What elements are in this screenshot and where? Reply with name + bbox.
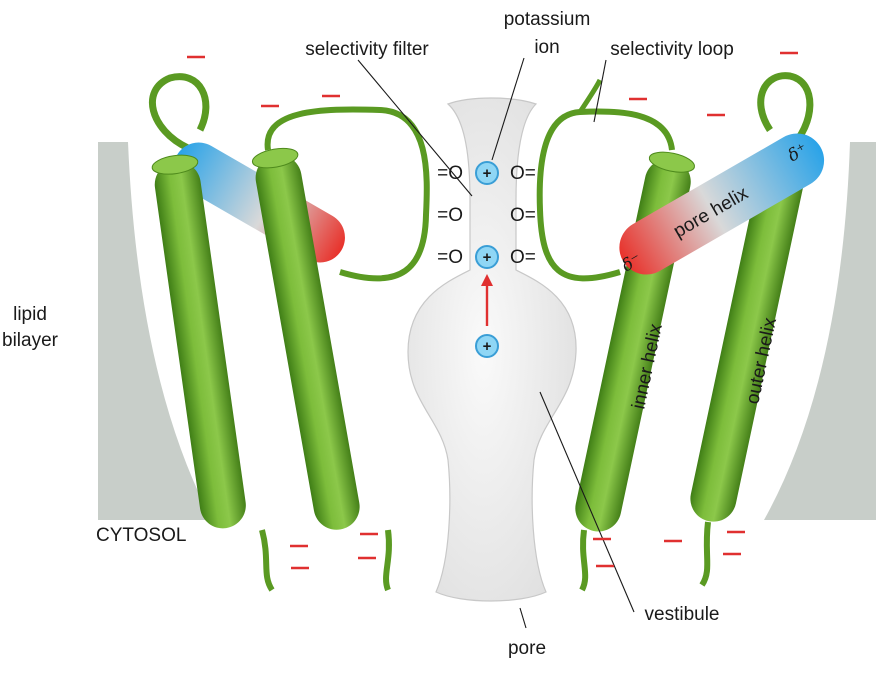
selectivity-filter-label: selectivity filter bbox=[305, 39, 429, 60]
carbonyl-left-3: =O bbox=[437, 247, 463, 268]
pore-leader bbox=[519, 607, 527, 629]
membrane-left bbox=[98, 142, 212, 520]
lipid-bilayer-label-line2: bilayer bbox=[2, 330, 59, 351]
potassium-ion-label-line1: potassium bbox=[504, 9, 591, 30]
right-top-loop bbox=[757, 72, 814, 151]
membrane-right bbox=[764, 142, 876, 520]
potassium-ion-label-line2: ion bbox=[534, 37, 559, 58]
selectivity-loop-leader bbox=[593, 59, 607, 123]
right-pore-helix bbox=[619, 133, 825, 275]
vestibule-label: vestibule bbox=[645, 604, 720, 625]
vestibule-leader bbox=[539, 391, 635, 613]
negative-charges bbox=[187, 51, 798, 570]
potassium-ion-top: + bbox=[475, 161, 499, 185]
potassium-ion-bottom: + bbox=[475, 334, 499, 358]
left-top-loop bbox=[149, 73, 210, 152]
svg-text:+: + bbox=[483, 165, 492, 182]
potassium-ion-middle: + bbox=[475, 245, 499, 269]
right-selectivity-loop bbox=[536, 108, 675, 282]
left-tail-1 bbox=[259, 529, 275, 592]
carbonyl-left-1: =O bbox=[437, 163, 463, 184]
cytosol-label: CYTOSOL bbox=[96, 525, 186, 546]
carbonyl-right-2: O= bbox=[510, 205, 536, 226]
selectivity-loop-label: selectivity loop bbox=[610, 39, 734, 60]
left-inner-helix bbox=[251, 147, 360, 530]
right-selectivity-loop-stem bbox=[577, 78, 603, 114]
right-tail-2 bbox=[699, 521, 711, 587]
selectivity-filter-leader bbox=[357, 59, 473, 197]
lipid-bilayer-label-line1: lipid bbox=[13, 304, 47, 325]
carbonyl-right-3: O= bbox=[510, 247, 536, 268]
carbonyl-right-1: O= bbox=[510, 163, 536, 184]
potassium-ion-leader bbox=[491, 57, 525, 161]
svg-text:+: + bbox=[483, 249, 492, 266]
pore-label: pore bbox=[508, 638, 546, 659]
carbonyl-left-2: =O bbox=[437, 205, 463, 226]
left-tail-2 bbox=[383, 529, 392, 592]
left-outer-helix bbox=[151, 154, 246, 529]
right-tail-1 bbox=[579, 529, 589, 592]
left-selectivity-loop bbox=[264, 106, 430, 282]
svg-text:+: + bbox=[483, 338, 492, 355]
